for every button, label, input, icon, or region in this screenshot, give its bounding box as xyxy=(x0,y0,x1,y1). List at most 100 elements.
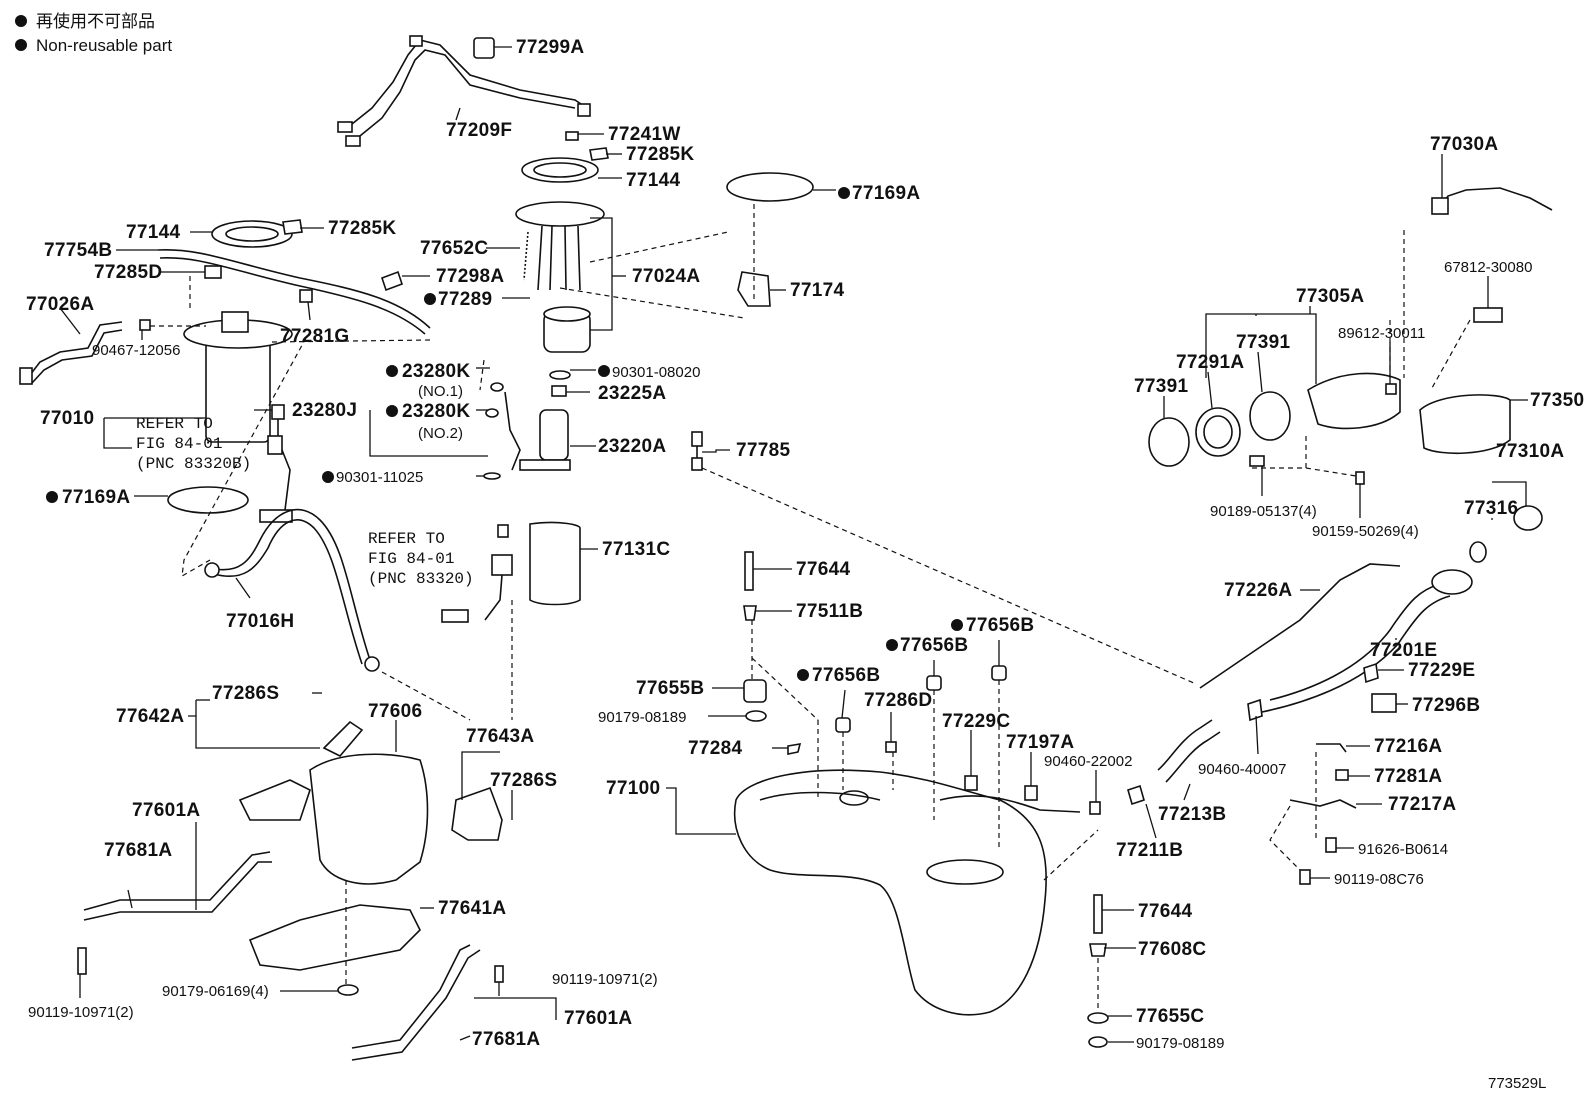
label-77169A-top: 77169A xyxy=(852,183,920,204)
label-77655C: 77655C xyxy=(1136,1006,1204,1027)
label-67812-30080: 67812-30080 xyxy=(1444,259,1532,276)
label-77201E: 77201E xyxy=(1370,640,1437,661)
label-77299A: 77299A xyxy=(516,37,584,58)
label-77644-top: 77644 xyxy=(796,559,850,580)
note-line: REFER TO xyxy=(136,415,213,433)
figure-code: 773529L xyxy=(1488,1075,1546,1092)
label-77641A: 77641A xyxy=(438,898,506,919)
label-77144-left: 77144 xyxy=(126,222,180,243)
label-77316: 77316 xyxy=(1464,498,1518,519)
label-77350: 77350 xyxy=(1530,390,1584,411)
note-line: FIG 84-01 xyxy=(368,550,454,568)
label-77209F: 77209F xyxy=(446,120,512,141)
reference-note-sender: REFER TO FIG 84-01 (PNC 83320) xyxy=(368,530,474,588)
label-77229E: 77229E xyxy=(1408,660,1475,681)
label-90159-50269: 90159-50269(4) xyxy=(1312,523,1419,540)
label-77169A-left: 77169A xyxy=(62,487,130,508)
label-77754B: 77754B xyxy=(44,240,112,261)
label-77289: 77289 xyxy=(438,289,492,310)
label-90189-05137: 90189-05137(4) xyxy=(1210,503,1317,520)
label-90467-12056: 90467-12056 xyxy=(92,342,180,359)
label-77286S-left: 77286S xyxy=(212,683,279,704)
label-77286S-right: 77286S xyxy=(490,770,557,791)
label-77286D: 77286D xyxy=(864,690,932,711)
label-90119-10971-right: 90119-10971(2) xyxy=(552,971,658,988)
label-77030A: 77030A xyxy=(1430,134,1498,155)
label-91626-B0614: 91626-B0614 xyxy=(1358,841,1448,858)
label-77643A: 77643A xyxy=(466,726,534,747)
label-90460-40007: 90460-40007 xyxy=(1198,761,1286,778)
label-77644-bottom: 77644 xyxy=(1138,901,1192,922)
part-labels: 77299A 77209F 77241W 77285K 77144 77169A… xyxy=(26,37,1584,1052)
label-90179-06169: 90179-06169(4) xyxy=(162,983,269,1000)
label-77655B: 77655B xyxy=(636,678,704,699)
label-23225A: 23225A xyxy=(598,383,666,404)
label-23280J: 23280J xyxy=(292,400,357,421)
label-77284: 77284 xyxy=(688,738,742,759)
label-no1: (NO.1) xyxy=(418,383,463,400)
reference-note-canister: REFER TO FIG 84-01 (PNC 83320B) xyxy=(136,415,251,473)
label-90301-08020: 90301-08020 xyxy=(612,364,700,381)
label-77391-left: 77391 xyxy=(1134,376,1188,397)
label-no2: (NO.2) xyxy=(418,425,463,442)
label-77681A-bottom: 77681A xyxy=(472,1029,540,1050)
note-line: (PNC 83320B) xyxy=(136,455,251,473)
label-77144-top: 77144 xyxy=(626,170,680,191)
label-77608C: 77608C xyxy=(1138,939,1206,960)
note-line: FIG 84-01 xyxy=(136,435,222,453)
label-77606: 77606 xyxy=(368,701,422,722)
label-77281G: 77281G xyxy=(280,326,349,347)
label-77197A: 77197A xyxy=(1006,732,1074,753)
label-77785: 77785 xyxy=(736,440,790,461)
label-77285K-top: 77285K xyxy=(626,144,694,165)
label-77656B-c: 77656B xyxy=(812,665,880,686)
label-77010: 77010 xyxy=(40,408,94,429)
label-77131C: 77131C xyxy=(602,539,670,560)
label-77681A-left: 77681A xyxy=(104,840,172,861)
legend: 再使用不可部品 Non-reusable part xyxy=(15,11,172,55)
label-77281A: 77281A xyxy=(1374,766,1442,787)
label-77642A: 77642A xyxy=(116,706,184,727)
label-77213B: 77213B xyxy=(1158,804,1226,825)
label-77285D: 77285D xyxy=(94,262,162,283)
label-77310A: 77310A xyxy=(1496,441,1564,462)
label-89612-30011: 89612-30011 xyxy=(1338,325,1425,342)
label-77656B-b: 77656B xyxy=(900,635,968,656)
label-77285K-left: 77285K xyxy=(328,218,396,239)
dashed-guides xyxy=(150,204,1471,1010)
label-77391-right: 77391 xyxy=(1236,332,1290,353)
label-90119-08C76: 90119-08C76 xyxy=(1334,871,1424,888)
label-90460-22002: 90460-22002 xyxy=(1044,753,1132,770)
label-77656B-a: 77656B xyxy=(966,615,1034,636)
label-77217A: 77217A xyxy=(1388,794,1456,815)
label-23280K-no2: 23280K xyxy=(402,401,470,422)
label-77652C: 77652C xyxy=(420,238,488,259)
label-77174: 77174 xyxy=(790,280,844,301)
label-90179-08189-bottom: 90179-08189 xyxy=(1136,1035,1224,1052)
label-90119-10971-left: 90119-10971(2) xyxy=(28,1004,134,1021)
label-77511B: 77511B xyxy=(796,601,863,622)
label-77024A: 77024A xyxy=(632,266,700,287)
label-77026A: 77026A xyxy=(26,294,94,315)
leader-lines xyxy=(59,46,1528,1043)
label-77305A: 77305A xyxy=(1296,286,1364,307)
label-77296B: 77296B xyxy=(1412,695,1480,716)
label-90301-11025: 90301-11025 xyxy=(336,469,423,486)
non-reusable-markers xyxy=(46,187,963,681)
label-77298A: 77298A xyxy=(436,266,504,287)
label-77211B: 77211B xyxy=(1116,840,1183,861)
label-77100: 77100 xyxy=(606,778,660,799)
label-23280K-no1: 23280K xyxy=(402,361,470,382)
note-line: REFER TO xyxy=(368,530,445,548)
label-23220A: 23220A xyxy=(598,436,666,457)
label-77241W: 77241W xyxy=(608,124,681,145)
part-drawings xyxy=(19,35,1553,1061)
legend-english: Non-reusable part xyxy=(36,36,172,55)
label-90179-08189-top: 90179-08189 xyxy=(598,709,686,726)
label-77016H: 77016H xyxy=(226,611,294,632)
label-77229C: 77229C xyxy=(942,711,1010,732)
note-line: (PNC 83320) xyxy=(368,570,474,588)
label-77601A-left: 77601A xyxy=(132,800,200,821)
label-77216A: 77216A xyxy=(1374,736,1442,757)
